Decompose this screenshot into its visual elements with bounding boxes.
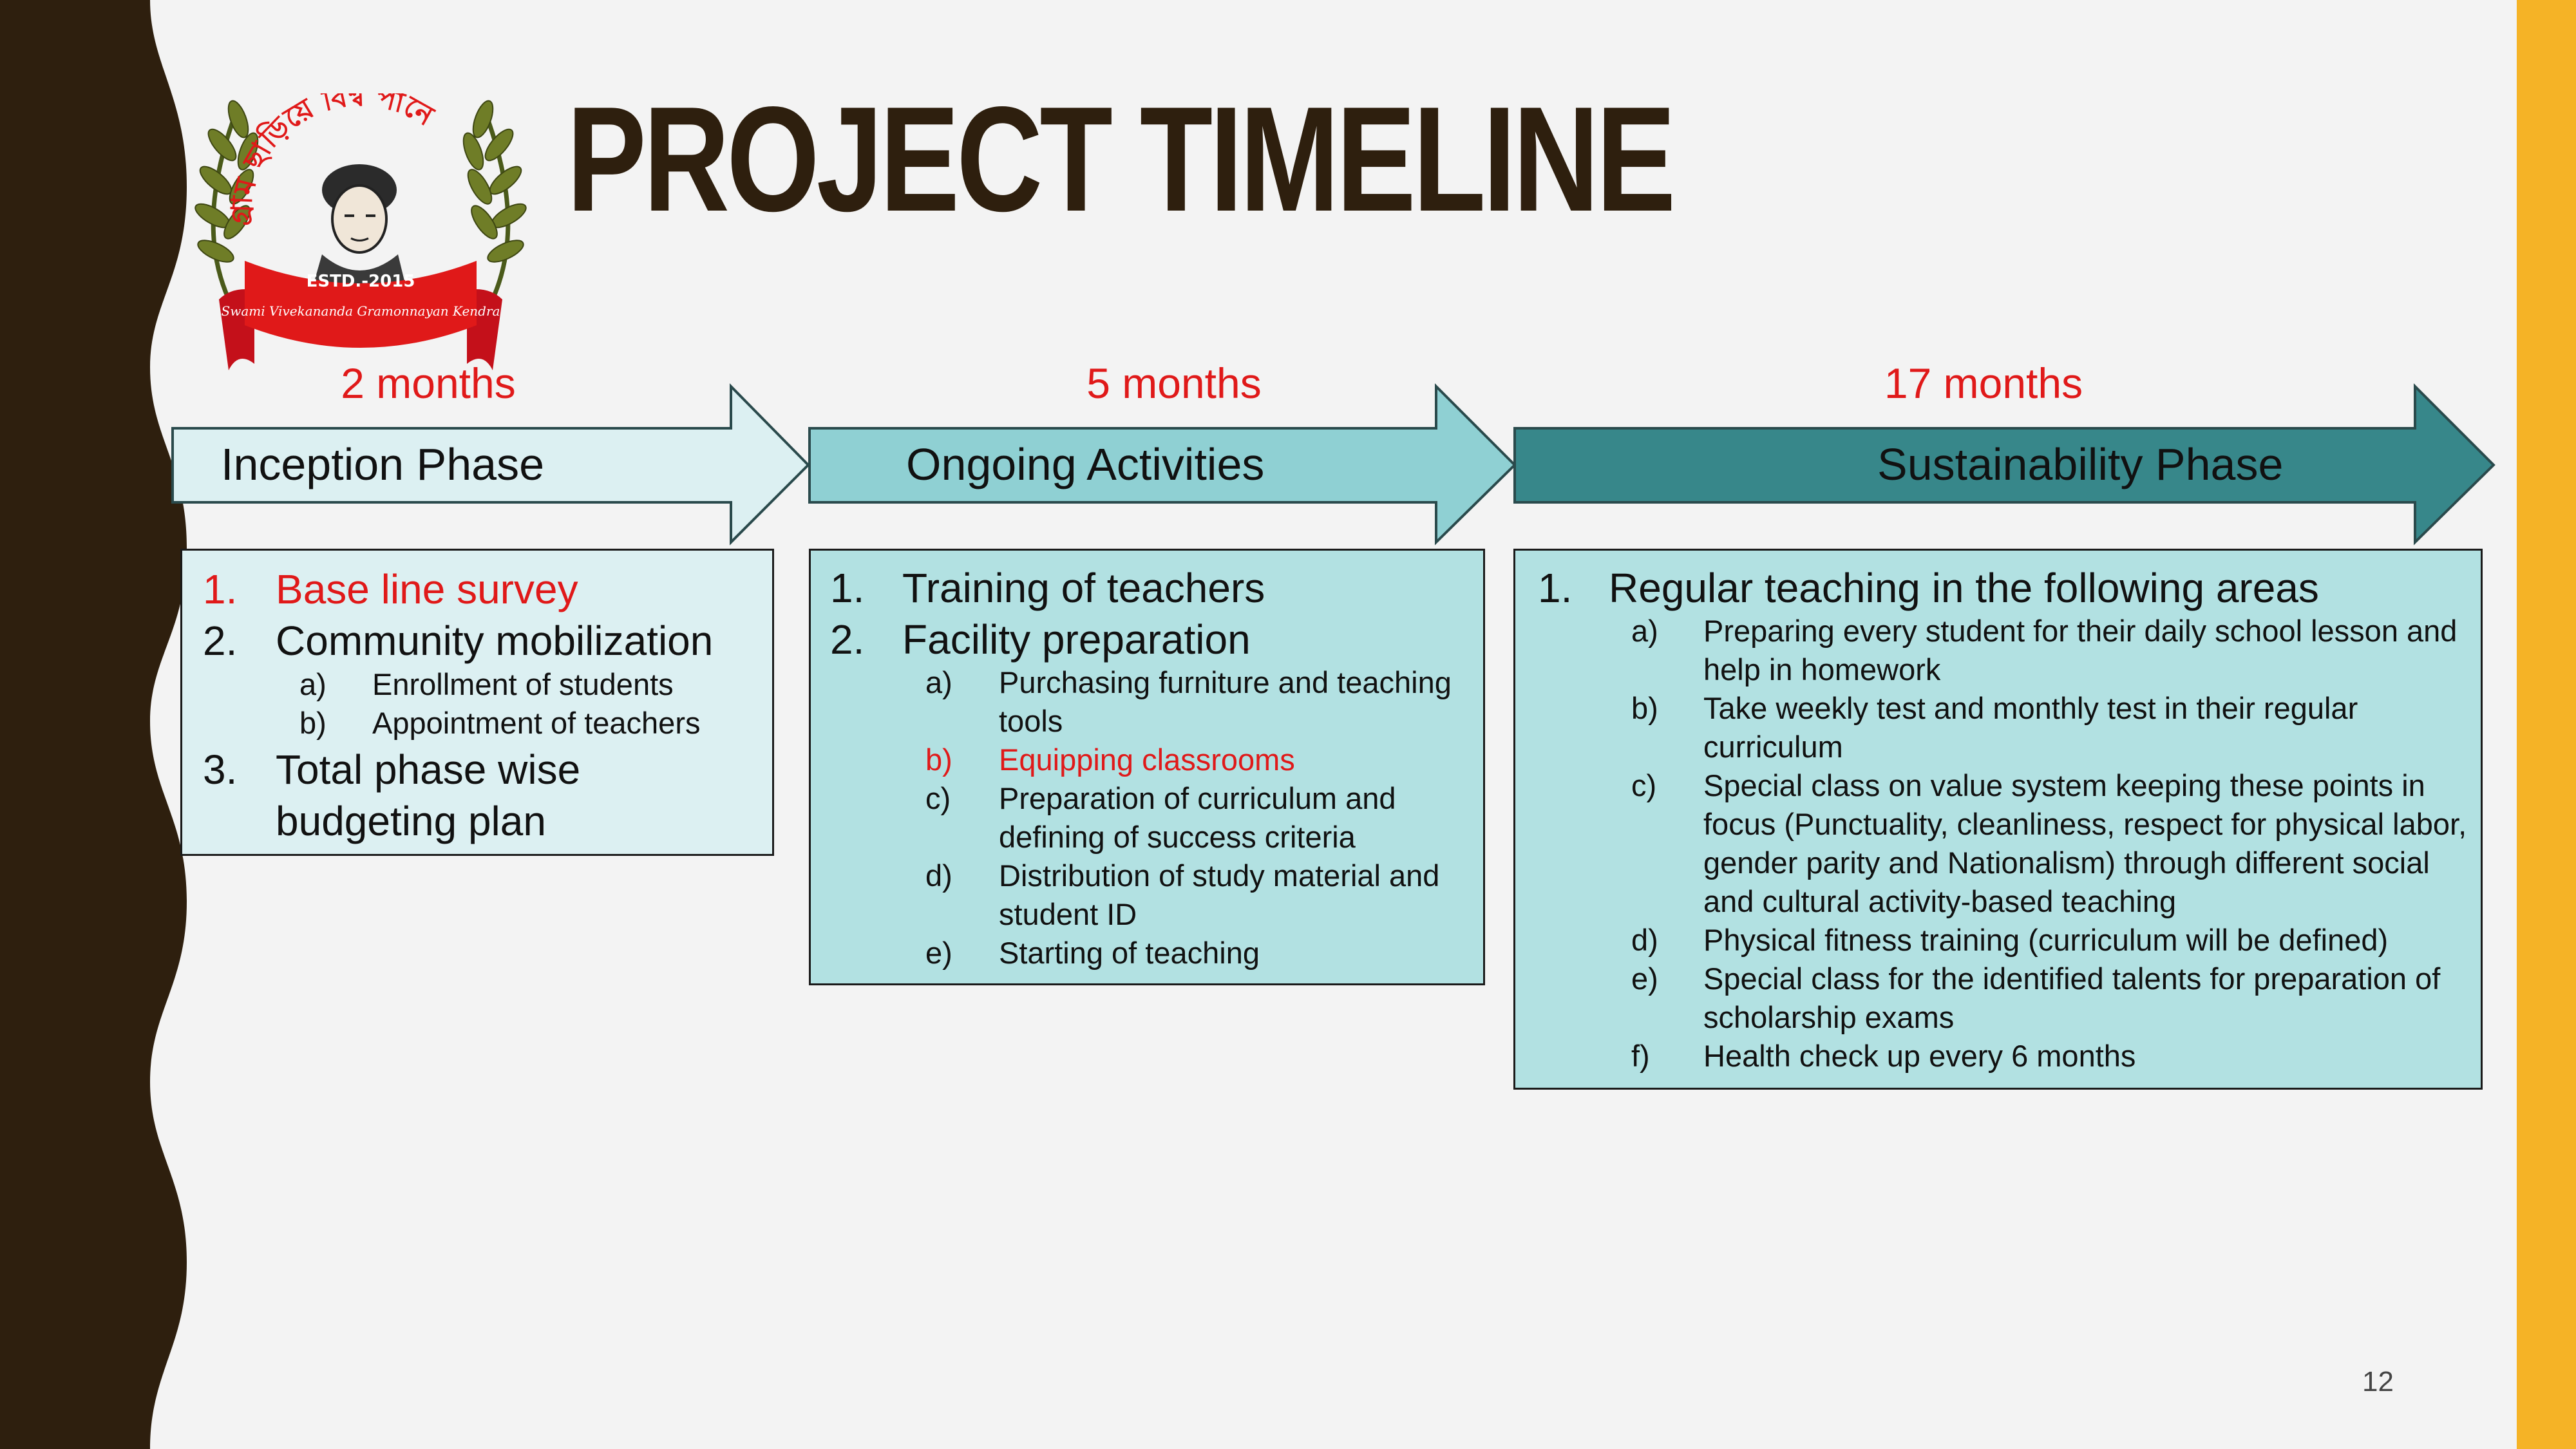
list-number: 2.: [203, 618, 238, 664]
sub-list-letter: b): [1631, 691, 1658, 725]
phase-arrow-sustainability: [1513, 383, 2496, 545]
sub-list-text: Purchasing furniture and teaching tools: [999, 665, 1452, 738]
sub-list-text: Preparing every student for their daily …: [1703, 614, 2458, 687]
duration-label: 2 months: [341, 359, 516, 407]
list-item-text: Facility preparation: [902, 616, 1251, 663]
sub-list-text: Starting of teaching: [999, 936, 1260, 970]
svg-text:Swami Vivekananda Gramonnayan: Swami Vivekananda Gramonnayan Kendra: [222, 303, 500, 319]
sub-list-text: Special class for the identified talents…: [1703, 961, 2441, 1034]
list-number: 1.: [203, 566, 238, 612]
list-number: 1.: [1538, 565, 1573, 611]
sub-list-letter: a): [1631, 614, 1658, 648]
sub-list-letter: f): [1631, 1039, 1650, 1073]
list-item-text: Total phase wise budgeting plan: [276, 746, 581, 844]
sub-list-letter: b): [299, 706, 327, 740]
phase-card-sustainability: 1. Regular teaching in the following are…: [1513, 549, 2483, 1090]
svg-text:ESTD.-2015: ESTD.-2015: [307, 272, 415, 291]
sub-list-letter: d): [1631, 923, 1658, 957]
sub-list-text: Health check up every 6 months: [1703, 1039, 2136, 1073]
list-item-text: Training of teachers: [902, 565, 1265, 611]
sub-list-text: Take weekly test and monthly test in the…: [1703, 691, 2358, 764]
wavy-left-border: [0, 0, 187, 1449]
sub-list-letter: e): [925, 936, 952, 970]
sub-list-letter: c): [1631, 768, 1657, 802]
list-item-text: Base line survey: [276, 566, 578, 612]
sub-list-text: Preparation of curriculum and defining o…: [999, 781, 1396, 854]
duration-label: 17 months: [1884, 359, 2083, 407]
duration-label: 5 months: [1086, 359, 1262, 407]
sub-list-text: Equipping classrooms: [999, 743, 1295, 777]
sub-list-text: Appointment of teachers: [372, 706, 701, 740]
list-item-text: Community mobilization: [276, 618, 714, 664]
organization-logo: গ্রাম ছাড়িয়ে বিশ্ব পানে ESTD.-2015 Swa…: [194, 93, 527, 370]
phase-title: Inception Phase: [221, 439, 545, 489]
page-title: PROJECT TIMELINE: [567, 76, 1676, 243]
sub-list-letter: e): [1631, 961, 1658, 996]
sub-list-letter: a): [299, 667, 327, 701]
phase-card-ongoing: 1. Training of teachers 2. Facility prep…: [809, 549, 1485, 985]
sub-list-text: Special class on value system keeping th…: [1703, 768, 2467, 918]
phase-title: Ongoing Activities: [906, 439, 1265, 489]
sub-list-letter: d): [925, 858, 952, 893]
phase-arrow-inception: [171, 383, 810, 545]
sub-list-letter: b): [925, 743, 952, 777]
list-item-text: Regular teaching in the following areas: [1609, 565, 2319, 611]
sub-list-text: Enrollment of students: [372, 667, 674, 701]
list-number: 3.: [203, 746, 238, 793]
phase-card-inception: 1. Base line survey 2. Community mobiliz…: [180, 549, 774, 856]
accent-bar: [2517, 0, 2576, 1449]
sub-list-letter: a): [925, 665, 952, 699]
phase-title: Sustainability Phase: [1877, 439, 2284, 489]
sub-list-text: Distribution of study material and stude…: [999, 858, 1440, 931]
page-number: 12: [2362, 1366, 2394, 1397]
list-number: 1.: [830, 565, 865, 611]
sub-list-letter: c): [925, 781, 951, 815]
phase-arrow-ongoing: [808, 383, 1517, 545]
list-number: 2.: [830, 616, 865, 663]
sub-list-text: Physical fitness training (curriculum wi…: [1703, 923, 2389, 957]
phase-arrows: [171, 383, 2496, 545]
